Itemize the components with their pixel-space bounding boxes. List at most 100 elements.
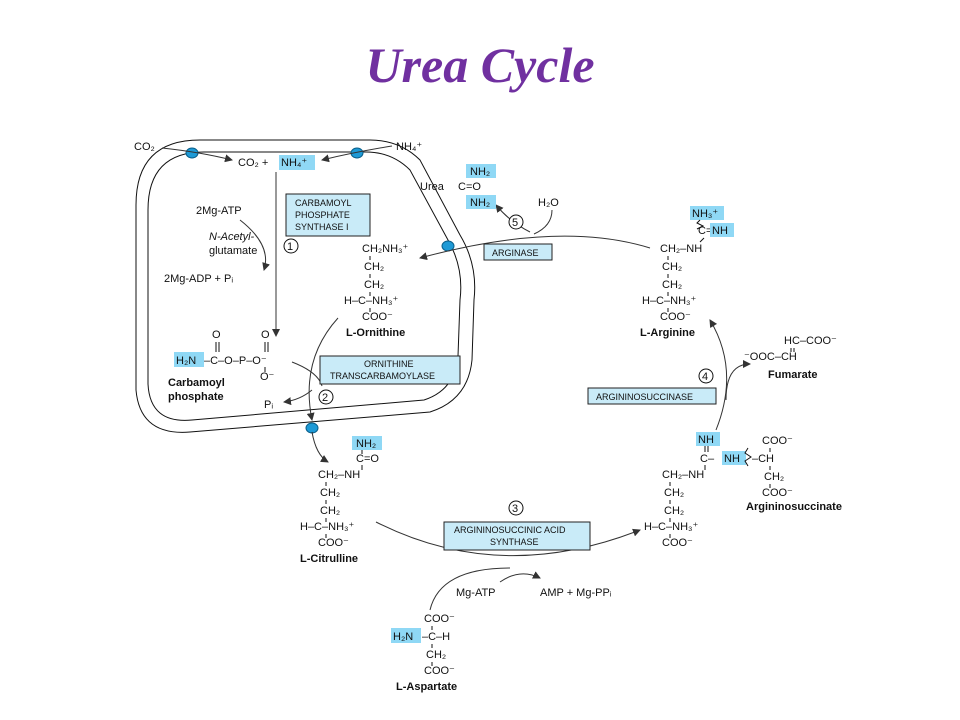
ornithine-r4: H–C–NH₃⁺ [344, 295, 398, 307]
arginine-r2: CH₂ [662, 261, 682, 273]
acetylglutamate-line1: N-Acetyl- [209, 231, 255, 243]
fumarate-name: Fumarate [768, 369, 818, 381]
arginine-r1: CH₂–NH [660, 243, 702, 255]
aspartate-r3: CH₂ [426, 649, 446, 661]
step-3-number: 3 [512, 503, 518, 515]
step-5-number: 5 [512, 217, 518, 229]
as-name: Argininosuccinate [746, 501, 842, 513]
cps-enzyme-line3: SYNTHASE I [295, 222, 349, 232]
mg-adp-label: 2Mg-ADP + Pᵢ [164, 273, 233, 285]
arginase-arc-arrow [419, 235, 651, 261]
co2-outside-label: CO₂ [134, 141, 155, 153]
citrulline-nh2-highlight [352, 436, 382, 450]
aspartate-h2n: H₂N [393, 631, 413, 643]
arginase-label: ARGINASE [492, 248, 539, 258]
arginine-name: L-Arginine [640, 327, 695, 339]
mg-atp-label: Mg-ATP [456, 587, 496, 599]
as-r5: COO⁻ [662, 537, 693, 549]
otc-enzyme-line2: TRANSCARBAMOYLASE [330, 371, 435, 381]
step-3-circle [508, 500, 524, 516]
as-wavy-bond [744, 447, 752, 467]
as-r2: CH₂ [664, 487, 684, 499]
arginine-r4: H–C–NH₃⁺ [642, 295, 696, 307]
ornithine-r2: CH₂ [364, 261, 384, 273]
fumarate-r2: ⁻OOC–CH [744, 351, 797, 363]
arginine-bonds [667, 237, 705, 312]
arginine-nh-highlight [710, 223, 734, 237]
step-1-number: 1 [287, 241, 293, 253]
urea-label: Urea [420, 181, 445, 193]
carbamoyl-o-top-p: O [261, 329, 270, 341]
ass-enzyme-line1: ARGININOSUCCINIC ACID [454, 525, 566, 535]
citrulline-r5: COO⁻ [318, 537, 349, 549]
as-ch: –CH [752, 453, 774, 465]
arginine-nh3-highlight [690, 206, 724, 220]
as-r3: CH₂ [664, 505, 684, 517]
step-2-circle [318, 389, 334, 405]
as-cbond: C– [700, 453, 715, 465]
as-nh-highlight [696, 432, 720, 446]
ass-arc-arrow [375, 521, 641, 557]
arginine-nh3: NH₃⁺ [692, 208, 718, 220]
arginine-nh: NH [712, 225, 728, 237]
step-5-circle [508, 214, 524, 230]
citrulline-nh2: NH₂ [356, 438, 376, 450]
argininosuccinase-box [587, 387, 717, 405]
as-ch2b: CH₂ [764, 471, 784, 483]
co2-plus-label: CO₂ + [238, 157, 268, 169]
arginine-r5: COO⁻ [660, 311, 691, 323]
citrulline-r4: H–C–NH₃⁺ [300, 521, 354, 533]
acetylglutamate-line2: glutamate [209, 245, 257, 257]
nh4-entry-arrow [321, 145, 393, 163]
nh4-inside-label: NH₄⁺ [281, 157, 307, 169]
arginine-r3: CH₂ [662, 279, 682, 291]
mitochondrion-inner-membrane [147, 151, 462, 421]
nh4-outside-label: NH₄⁺ [396, 141, 422, 153]
aspartate-r2: –C–H [422, 631, 450, 643]
arginine-c: C= [698, 225, 712, 237]
atp-consumption-arrow [239, 219, 270, 271]
mitochondrion-outer-membrane [135, 139, 476, 433]
citrulline-r0: C=O [356, 453, 379, 465]
as-r1: CH₂–NH [662, 469, 704, 481]
citrulline-export-arrow [311, 431, 329, 463]
citrulline-name: L-Citrulline [300, 553, 358, 565]
carbamoyl-o-top-c: O [212, 329, 221, 341]
aspartate-entry-arrow [429, 567, 511, 611]
carbamoyl-o-bottom: O⁻ [260, 371, 275, 383]
aspartate-r1: COO⁻ [424, 613, 455, 625]
ornithine-name: L-Ornithine [346, 327, 405, 339]
argininosuccinase-label: ARGININOSUCCINASE [596, 392, 693, 402]
transporter-dot-nh4 [350, 147, 364, 159]
ornithine-r3: CH₂ [364, 279, 384, 291]
slide-title: Urea Cycle [365, 37, 595, 93]
ornithine-r1: CH₂NH₃⁺ [362, 243, 409, 255]
as-r4: H–C–NH₃⁺ [644, 521, 698, 533]
step-4-circle [698, 368, 714, 384]
urea-nh2-top: NH₂ [470, 166, 490, 178]
carbamoyl-to-otc-arrow [291, 361, 323, 387]
otc-enzyme-line1: ORNITHINE [364, 359, 414, 369]
nh4-highlight [279, 155, 315, 170]
argininosuccinase-arrow [709, 319, 728, 431]
urea-nh2-top-highlight [466, 164, 496, 178]
carbamoyl-formula: –C–O–P–O⁻ [204, 355, 267, 367]
pi-release-arrow [283, 389, 313, 406]
transporter-dot-citrulline [305, 422, 319, 434]
ass-enzyme-box [443, 521, 591, 551]
step-2-number: 2 [322, 392, 328, 404]
water-input-arrow [533, 209, 553, 235]
otc-arrow [306, 317, 339, 421]
step-1-circle [283, 238, 299, 254]
fumarate-r1: HC–COO⁻ [784, 335, 837, 347]
step-4-number: 4 [702, 371, 708, 383]
co2-entry-arrow [161, 147, 233, 163]
carbamoyl-bonds [215, 342, 269, 372]
mg-atp-2-label: 2Mg-ATP [196, 205, 242, 217]
aspartate-h2n-highlight [391, 628, 421, 643]
fumarate-release-arrow [725, 360, 751, 401]
citrulline-r1: CH₂–NH [318, 469, 360, 481]
urea-nh2-bot: NH₂ [470, 197, 490, 209]
as-nh-link: NH [724, 453, 740, 465]
